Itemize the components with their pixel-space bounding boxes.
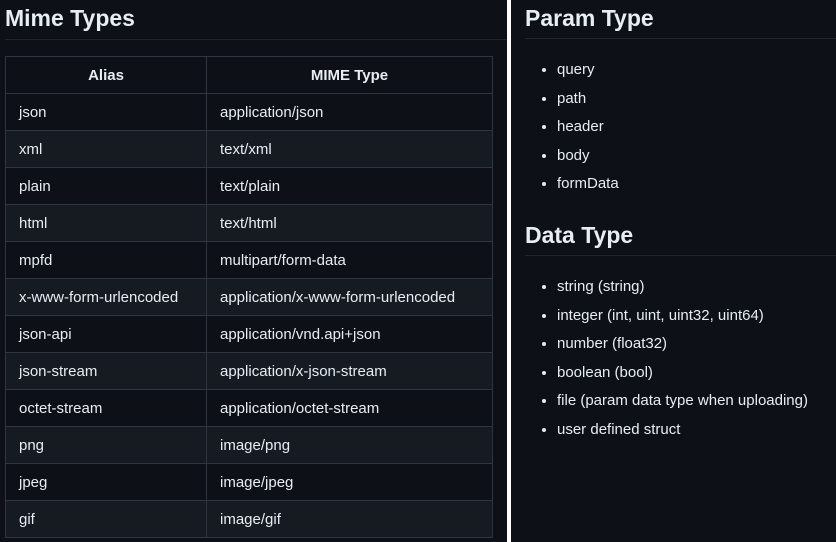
alias-cell: octet-stream (5, 389, 207, 427)
mime-cell: application/x-www-form-urlencoded (206, 278, 493, 316)
mime-cell: image/gif (206, 500, 493, 538)
table-row: gif image/gif (5, 500, 493, 538)
alias-cell: plain (5, 167, 207, 205)
table-header-row: Alias MIME Type (5, 56, 493, 94)
param-type-heading: Param Type (525, 4, 836, 39)
table-row: xml text/xml (5, 130, 493, 168)
list-item: body (557, 142, 619, 171)
alias-cell: html (5, 204, 207, 242)
list-item: boolean (bool) (557, 359, 808, 388)
table-row: json application/json (5, 93, 493, 131)
table-row: json-api application/vnd.api+json (5, 315, 493, 353)
list-item: integer (int, uint, uint32, uint64) (557, 302, 808, 331)
mime-cell: text/xml (206, 130, 493, 168)
data-type-list: string (string) integer (int, uint, uint… (541, 273, 808, 444)
alias-cell: gif (5, 500, 207, 538)
alias-cell: xml (5, 130, 207, 168)
list-item: user defined struct (557, 416, 808, 445)
mime-type-column-header: MIME Type (206, 56, 493, 94)
list-item: file (param data type when uploading) (557, 387, 808, 416)
mime-cell: text/plain (206, 167, 493, 205)
mime-cell: multipart/form-data (206, 241, 493, 279)
alias-column-header: Alias (5, 56, 207, 94)
table-row: json-stream application/x-json-stream (5, 352, 493, 390)
list-item: path (557, 85, 619, 114)
table-row: x-www-form-urlencoded application/x-www-… (5, 278, 493, 316)
table-row: png image/png (5, 426, 493, 464)
mime-cell: image/png (206, 426, 493, 464)
list-item: number (float32) (557, 330, 808, 359)
mime-types-table: Alias MIME Type json application/json xm… (5, 56, 493, 538)
mime-cell: text/html (206, 204, 493, 242)
mime-cell: application/vnd.api+json (206, 315, 493, 353)
mime-types-pane: Mime Types Alias MIME Type json applicat… (0, 0, 507, 542)
alias-cell: jpeg (5, 463, 207, 501)
param-type-list: query path header body formData (541, 56, 619, 199)
mime-cell: application/x-json-stream (206, 352, 493, 390)
table-row: html text/html (5, 204, 493, 242)
alias-cell: mpfd (5, 241, 207, 279)
table-row: plain text/plain (5, 167, 493, 205)
alias-cell: png (5, 426, 207, 464)
alias-cell: json (5, 93, 207, 131)
alias-cell: json-stream (5, 352, 207, 390)
mime-types-heading: Mime Types (5, 4, 507, 40)
data-type-heading: Data Type (525, 221, 836, 256)
mime-cell: application/json (206, 93, 493, 131)
alias-cell: x-www-form-urlencoded (5, 278, 207, 316)
mime-cell: application/octet-stream (206, 389, 493, 427)
list-item: header (557, 113, 619, 142)
alias-cell: json-api (5, 315, 207, 353)
table-row: octet-stream application/octet-stream (5, 389, 493, 427)
list-item: string (string) (557, 273, 808, 302)
mime-cell: image/jpeg (206, 463, 493, 501)
list-item: formData (557, 170, 619, 199)
types-pane: Param Type query path header body formDa… (511, 0, 836, 542)
list-item: query (557, 56, 619, 85)
table-row: jpeg image/jpeg (5, 463, 493, 501)
table-row: mpfd multipart/form-data (5, 241, 493, 279)
